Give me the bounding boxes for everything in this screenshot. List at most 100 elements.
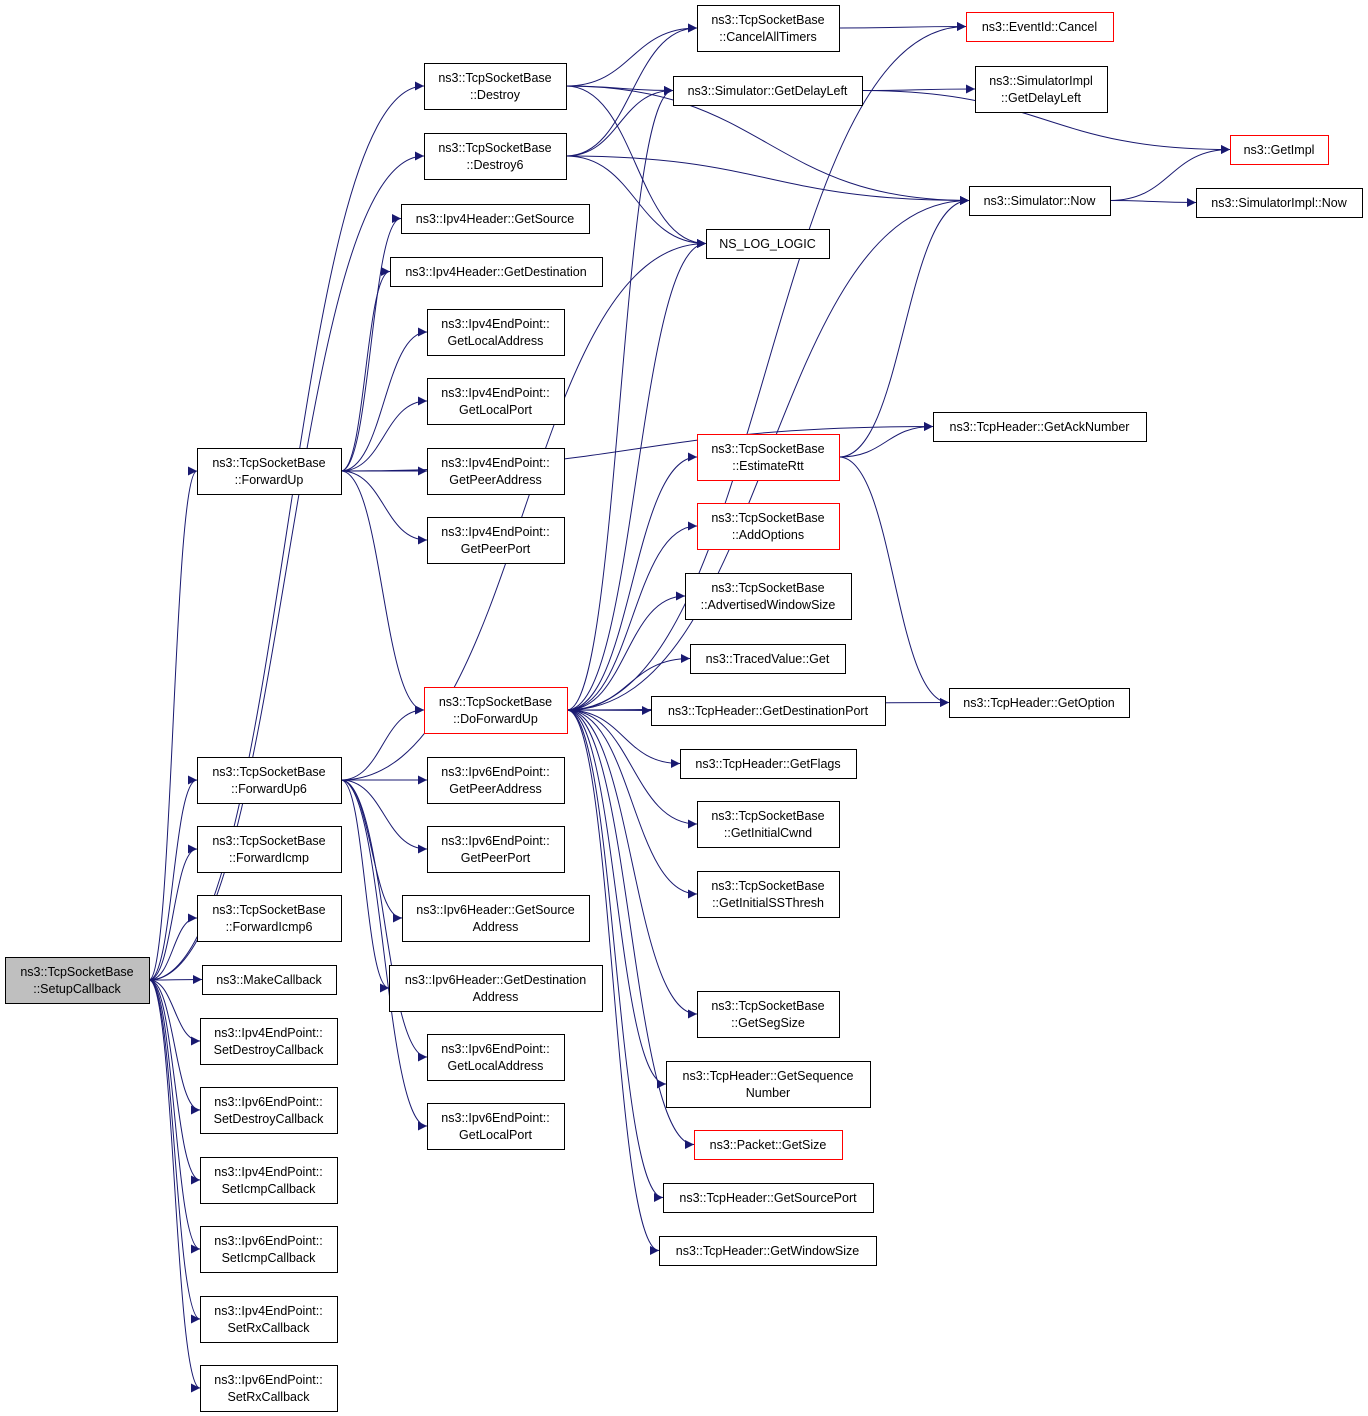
node-fwdup[interactable]: ns3::TcpSocketBase::ForwardUp: [197, 448, 342, 495]
node-label: ns3::Ipv4EndPoint::: [441, 317, 549, 331]
node-simimpldelay[interactable]: ns3::SimulatorImpl::GetDelayLeft: [975, 66, 1108, 113]
node-label: ::SetupCallback: [33, 982, 121, 996]
node-box: [200, 1226, 338, 1273]
node-ep6locaddr[interactable]: ns3::Ipv6EndPoint::GetLocalAddress: [427, 1034, 565, 1081]
edge-dofwdup-to-winsize: [566, 709, 660, 1255]
node-winsize[interactable]: ns3::TcpHeader::GetWindowSize: [659, 1236, 877, 1266]
edge-setup-to-ep6setdestroy: [148, 979, 201, 1115]
node-ep6setrx[interactable]: ns3::Ipv6EndPoint::SetRxCallback: [200, 1365, 338, 1412]
edge-dofwdup-to-getdelayleft: [566, 86, 674, 711]
node-evcancel[interactable]: ns3::EventId::Cancel: [966, 12, 1114, 42]
edge-dofwdup-to-initcwnd: [566, 709, 698, 829]
node-getimpl[interactable]: ns3::GetImpl: [1230, 135, 1329, 165]
node-estrtt[interactable]: ns3::TcpSocketBase::EstimateRtt: [697, 434, 840, 481]
node-label: ns3::TcpHeader::GetSequence: [683, 1069, 854, 1083]
node-getdelayleft[interactable]: ns3::Simulator::GetDelayLeft: [673, 76, 863, 106]
node-box: [427, 517, 565, 564]
node-box: [389, 965, 603, 1012]
node-box: [673, 76, 863, 106]
node-box: [697, 991, 840, 1038]
node-ep4peerport[interactable]: ns3::Ipv4EndPoint::GetPeerPort: [427, 517, 565, 564]
node-label: ::ForwardIcmp6: [226, 920, 313, 934]
edge-getdelayleft-to-getimpl: [861, 90, 1231, 154]
node-ep4setrx[interactable]: ns3::Ipv4EndPoint::SetRxCallback: [200, 1296, 338, 1343]
node-label: ns3::Ipv4EndPoint::: [214, 1304, 322, 1318]
node-label: ::GetInitialCwnd: [724, 826, 812, 840]
node-label: ::CancelAllTimers: [719, 30, 816, 44]
node-label: ns3::TcpHeader::GetSourcePort: [679, 1191, 857, 1205]
node-box: [402, 895, 590, 942]
node-initss[interactable]: ns3::TcpSocketBase::GetInitialSSThresh: [697, 871, 840, 918]
node-label: ns3::Ipv6EndPoint::: [441, 834, 549, 848]
node-ep4locport[interactable]: ns3::Ipv4EndPoint::GetLocalPort: [427, 378, 565, 425]
node-destroy[interactable]: ns3::TcpSocketBase::Destroy: [424, 63, 567, 110]
edge-setup-to-fwdup: [148, 466, 198, 981]
node-ep6setdestroy[interactable]: ns3::Ipv6EndPoint::SetDestroyCallback: [200, 1087, 338, 1134]
node-ep4setdestroy[interactable]: ns3::Ipv4EndPoint::SetDestroyCallback: [200, 1018, 338, 1065]
node-nslog[interactable]: NS_LOG_LOGIC: [706, 229, 830, 259]
node-fwdicmp6[interactable]: ns3::TcpSocketBase::ForwardIcmp6: [197, 895, 342, 942]
node-ep4locaddr[interactable]: ns3::Ipv4EndPoint::GetLocalAddress: [427, 309, 565, 356]
node-pktsize[interactable]: ns3::Packet::GetSize: [694, 1130, 843, 1160]
node-segsize[interactable]: ns3::TcpSocketBase::GetSegSize: [697, 991, 840, 1038]
node-box: [197, 895, 342, 942]
node-advwin[interactable]: ns3::TcpSocketBase::AdvertisedWindowSize: [685, 573, 852, 620]
node-label: SetRxCallback: [228, 1321, 311, 1335]
node-dofwdup[interactable]: ns3::TcpSocketBase::DoForwardUp: [424, 687, 568, 734]
edge-destroy6-to-getdelayleft: [565, 86, 674, 157]
node-label: ns3::EventId::Cancel: [982, 20, 1097, 34]
node-initcwnd[interactable]: ns3::TcpSocketBase::GetInitialCwnd: [697, 801, 840, 848]
edge-fwdup6-to-dofwdup: [340, 705, 425, 781]
node-simnow[interactable]: ns3::Simulator::Now: [969, 186, 1111, 216]
edge-fwdup-to-ep4peerport: [340, 470, 428, 545]
node-label: ns3::Ipv6EndPoint::: [441, 1111, 549, 1125]
node-label: ns3::TcpHeader::GetAckNumber: [950, 420, 1130, 434]
edge-fwdup6-to-ep6locport: [340, 779, 428, 1131]
node-box: [197, 448, 342, 495]
node-simimplnow[interactable]: ns3::SimulatorImpl::Now: [1196, 188, 1363, 218]
node-makecb[interactable]: ns3::MakeCallback: [202, 965, 337, 995]
node-label: ::Destroy6: [467, 158, 524, 172]
node-fwdup6[interactable]: ns3::TcpSocketBase::ForwardUp6: [197, 757, 342, 804]
node-label: ns3::TcpSocketBase: [20, 965, 133, 979]
node-fwdicmp[interactable]: ns3::TcpSocketBase::ForwardIcmp: [197, 826, 342, 873]
node-box: [200, 1087, 338, 1134]
edge-dofwdup-to-seqnum: [566, 709, 667, 1089]
node-getflags[interactable]: ns3::TcpHeader::GetFlags: [680, 749, 857, 779]
node-cancelall[interactable]: ns3::TcpSocketBase::CancelAllTimers: [697, 5, 840, 52]
node-label: ns3::TcpSocketBase: [212, 456, 325, 470]
node-box: [427, 1103, 565, 1150]
node-setup[interactable]: ns3::TcpSocketBase::SetupCallback: [5, 957, 150, 1004]
node-label: GetPeerAddress: [449, 473, 541, 487]
node-box: [975, 66, 1108, 113]
node-label: ns3::Ipv4EndPoint::: [441, 525, 549, 539]
edge-setup-to-ep6seticmp: [148, 979, 201, 1254]
node-getdstport[interactable]: ns3::TcpHeader::GetDestinationPort: [651, 696, 886, 726]
node-addopts[interactable]: ns3::TcpSocketBase::AddOptions: [697, 503, 840, 550]
node-label: ::GetInitialSSThresh: [712, 896, 824, 910]
edge-destroy-to-nslog: [565, 85, 707, 248]
node-acknum[interactable]: ns3::TcpHeader::GetAckNumber: [933, 412, 1147, 442]
node-getoption[interactable]: ns3::TcpHeader::GetOption: [949, 688, 1130, 718]
node-ipv4dst[interactable]: ns3::Ipv4Header::GetDestination: [390, 257, 603, 287]
edge-fwdup-to-ipv4src: [340, 214, 402, 472]
node-srcport[interactable]: ns3::TcpHeader::GetSourcePort: [663, 1183, 874, 1213]
node-ipv4src[interactable]: ns3::Ipv4Header::GetSource: [401, 204, 590, 234]
node-label: GetLocalAddress: [448, 334, 544, 348]
node-ep6seticmp[interactable]: ns3::Ipv6EndPoint::SetIcmpCallback: [200, 1226, 338, 1273]
edge-dofwdup-to-pktsize: [566, 709, 695, 1149]
node-ep6peeraddr[interactable]: ns3::Ipv6EndPoint::GetPeerAddress: [427, 757, 565, 804]
node-label: ns3::Ipv4Header::GetSource: [416, 212, 574, 226]
node-label: ns3::Ipv4EndPoint::: [441, 456, 549, 470]
node-ep4seticmp[interactable]: ns3::Ipv4EndPoint::SetIcmpCallback: [200, 1157, 338, 1204]
node-destroy6[interactable]: ns3::TcpSocketBase::Destroy6: [424, 133, 567, 180]
node-ep6locport[interactable]: ns3::Ipv6EndPoint::GetLocalPort: [427, 1103, 565, 1150]
node-box: [697, 801, 840, 848]
node-ep4peeraddr[interactable]: ns3::Ipv4EndPoint::GetPeerAddress: [427, 448, 565, 495]
node-tracedget[interactable]: ns3::TracedValue::Get: [690, 644, 846, 674]
node-label: ns3::TcpSocketBase: [711, 879, 824, 893]
node-ep6peerport[interactable]: ns3::Ipv6EndPoint::GetPeerPort: [427, 826, 565, 873]
